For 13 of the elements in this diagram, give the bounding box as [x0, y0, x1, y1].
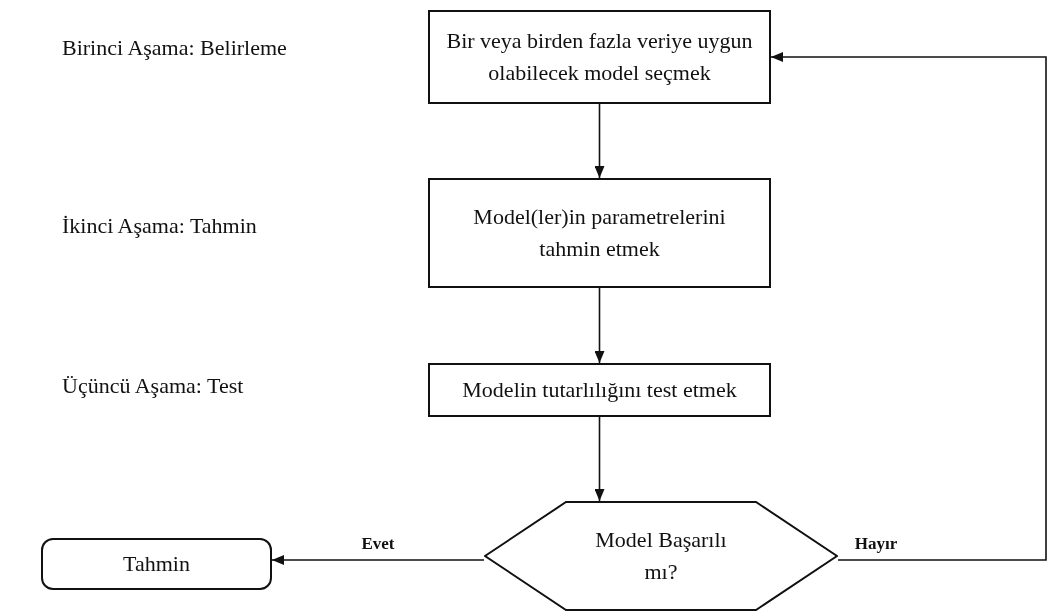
stage-label: Birinci Aşama: Belirleme	[62, 35, 287, 61]
decision-hexagon: Model Başarılı mı?	[484, 501, 838, 611]
process-box: Bir veya birden fazla veriye uygun olabilecek model seçmek	[428, 10, 771, 104]
arrow	[594, 416, 605, 502]
stage-label: İkinci Aşama: Tahmin	[62, 213, 257, 239]
arrow	[770, 52, 1047, 561]
arrow	[594, 103, 605, 179]
terminal-box: Tahmin	[41, 538, 272, 590]
arrow	[594, 287, 605, 364]
stage-label: Üçüncü Aşama: Test	[62, 373, 244, 399]
process-box: Model(ler)in parametrelerini tahmin etmek	[428, 178, 771, 288]
process-box: Modelin tutarlılığını test etmek	[428, 363, 771, 417]
arrow	[271, 555, 485, 565]
